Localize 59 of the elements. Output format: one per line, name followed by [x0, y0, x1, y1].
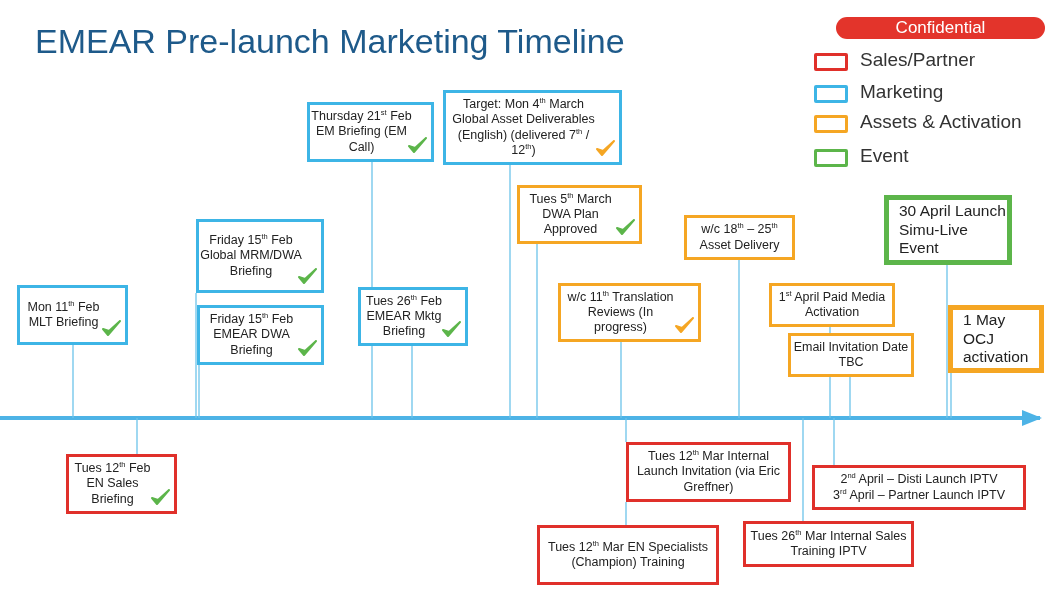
event-text: w/c 11$^{th}$ Translation Reviews (In progress) [566, 289, 675, 336]
event-box [684, 215, 795, 260]
event-text: 3$^{rd}$ April – Partner Launch IPTV [832, 487, 1005, 503]
legend-label: Sales/Partner [860, 49, 976, 71]
event-text: 1$^{st}$ April Paid Media Activation [777, 289, 887, 321]
event-box [743, 521, 914, 567]
legend-label: Marketing [860, 81, 944, 103]
connector-line [509, 164, 511, 419]
connector-line [536, 243, 538, 419]
event-text: 1 May OCJ activation [963, 310, 1030, 368]
connector-line [411, 345, 413, 419]
event-text: Target: Mon 4$^{th}$ March Global Asset Deliverables (English) (delivered 7$^{th}$ / 12$^{th}$) [451, 97, 596, 158]
event-text: Tues 5$^{th}$ March DWA Plan Approved [528, 191, 613, 238]
event-box [197, 305, 324, 365]
event-text: Email Invitation Date TBC [792, 339, 910, 371]
event-box [884, 195, 1012, 265]
event-text: 2$^{nd}$ April – Disti Launch IPTV [840, 472, 998, 488]
event-box [948, 305, 1044, 373]
event-text: Tues 12$^{th}$ Feb EN Sales Briefing [73, 461, 152, 507]
connector-line [946, 264, 948, 419]
connector-line [198, 364, 200, 419]
event-text: Tues 12$^{th}$ Mar EN Specialists (Champion) Training [547, 539, 709, 571]
connector-line [136, 417, 138, 455]
legend-label: Event [860, 145, 909, 167]
event-text: Friday 15$^{th}$ Feb EMEAR DWA Briefing [208, 312, 295, 358]
connector-line [802, 417, 804, 522]
connector-line [620, 341, 622, 419]
classification-badge: Confidential [836, 17, 1045, 39]
event-text: Thursday 21$^{st}$ Feb EM Briefing (EM Call) [310, 109, 413, 155]
event-text: Tues 26$^{th}$ Feb EMEAR Mktg Briefing [365, 293, 443, 340]
connector-line [625, 501, 627, 526]
event-text: Tues 12$^{th}$ Mar Internal Launch Invitation (via Eric Greffner) [635, 449, 782, 495]
event-box [537, 525, 719, 585]
event-box [358, 287, 468, 346]
event-box [443, 90, 622, 165]
event-box [17, 285, 128, 345]
event-box [517, 185, 642, 244]
event-text: 30 April Launch Simu-Live Event [899, 201, 1007, 259]
event-box [812, 465, 1026, 510]
event-box [788, 333, 914, 377]
connector-line [195, 292, 197, 419]
event-box [307, 102, 434, 162]
event-text: Tues 26$^{th}$ Mar Internal Sales Training IPTV [749, 528, 908, 560]
connector-line [833, 417, 835, 466]
legend-label: Assets & Activation [860, 111, 1022, 133]
connector-line [625, 417, 627, 443]
connector-line [849, 376, 851, 419]
event-text: Mon 11$^{th}$ Feb MLT Briefing [26, 299, 101, 331]
event-text: Friday 15$^{th}$ Feb Global MRM/DWA Briefing [199, 233, 303, 279]
event-box [66, 454, 177, 514]
connector-line [738, 259, 740, 419]
title: EMEAR Pre-launch Marketing Timeline [35, 22, 625, 61]
event-box [769, 283, 895, 327]
event-box [558, 283, 701, 342]
event-box [626, 442, 791, 502]
connector-line [950, 372, 952, 419]
event-text: w/c 18$^{th}$ – 25$^{th}$ Asset Delivery [698, 222, 781, 253]
connector-line [72, 344, 74, 419]
event-box [196, 219, 324, 293]
